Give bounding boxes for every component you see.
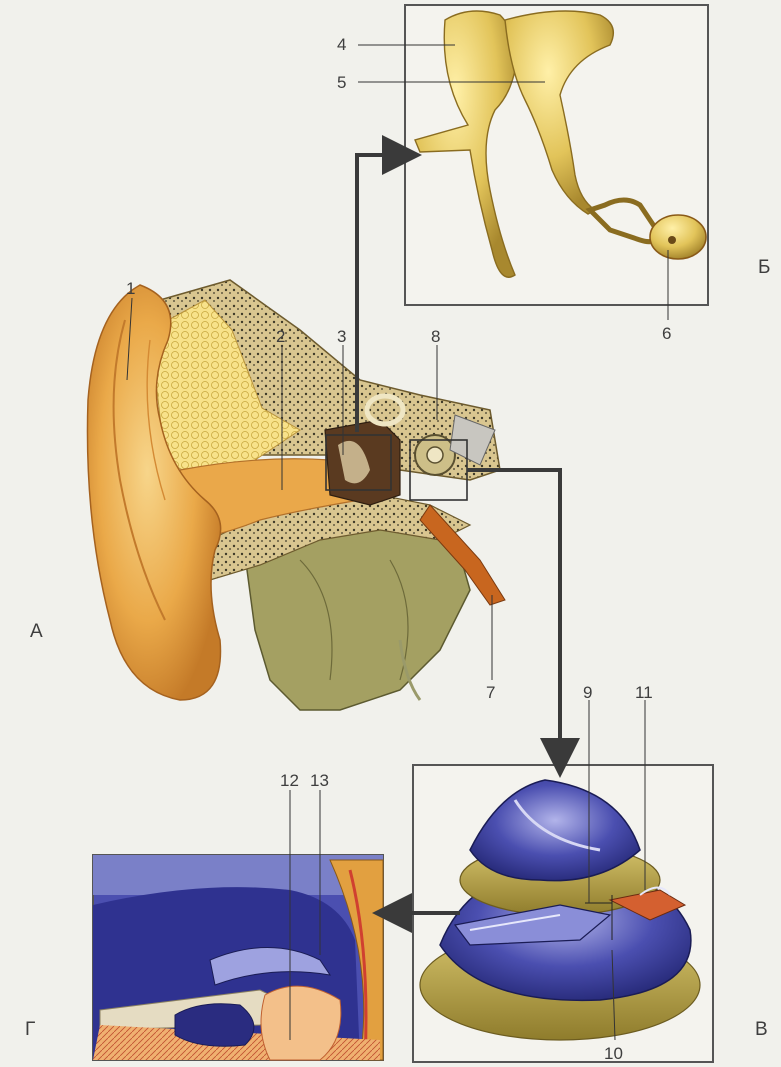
label-6: 6	[662, 325, 671, 342]
label-12: 12	[280, 772, 299, 789]
label-3: 3	[337, 328, 346, 345]
label-10: 10	[604, 1045, 623, 1062]
label-5: 5	[337, 74, 346, 91]
label-4: 4	[337, 36, 346, 53]
label-9: 9	[583, 684, 592, 701]
label-7: 7	[486, 684, 495, 701]
panel-letter-b: Б	[758, 258, 770, 277]
arrow-to-panel-v	[467, 470, 560, 758]
label-8: 8	[431, 328, 440, 345]
label-1: 1	[126, 280, 135, 297]
label-11: 11	[635, 684, 653, 701]
panel-letter-a: А	[30, 622, 43, 641]
panel-letter-v: В	[755, 1020, 768, 1039]
label-13: 13	[310, 772, 329, 789]
panel-letter-g: Г	[25, 1020, 35, 1039]
panel-a-ear-section	[87, 280, 505, 710]
label-2: 2	[276, 328, 285, 345]
stapes-footplate	[650, 215, 706, 259]
panel-b-ossicles	[405, 5, 708, 305]
panel-g-organ-of-corti	[93, 855, 383, 1060]
